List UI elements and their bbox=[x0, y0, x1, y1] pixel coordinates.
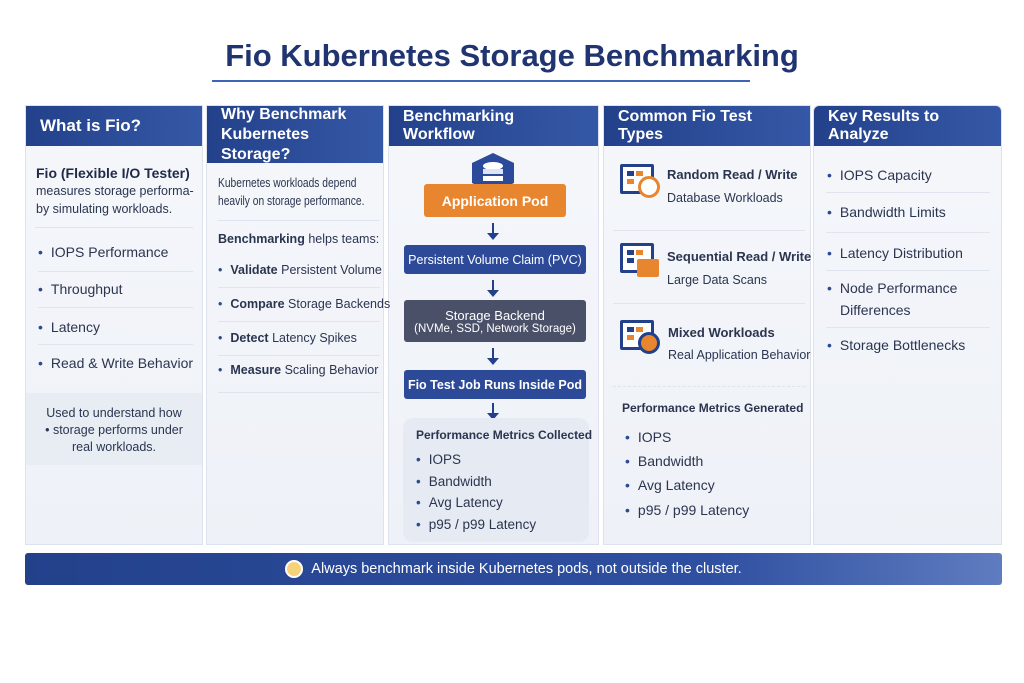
why-lead: Benchmarking helps teams: bbox=[218, 232, 379, 246]
arrow-down-icon bbox=[487, 348, 499, 365]
storage-backend-step: Storage Backend(NVMe, SSD, Network Stora… bbox=[404, 300, 586, 342]
item-text: Scaling Behavior bbox=[281, 363, 379, 377]
list-item: Avg Latency bbox=[625, 477, 715, 493]
list-item: Bandwidth bbox=[625, 453, 703, 469]
arrow-down-icon bbox=[487, 403, 499, 420]
test-type-sub: Database Workloads bbox=[667, 191, 783, 205]
item-text: Persistent Volume bbox=[277, 263, 382, 277]
list-item: Bandwidth bbox=[416, 474, 492, 489]
panel-header: Benchmarking Workflow bbox=[389, 106, 598, 146]
list-item: Latency bbox=[38, 319, 100, 335]
list-item: IOPS Capacity bbox=[827, 167, 932, 183]
application-pod-step: Application Pod bbox=[424, 184, 566, 217]
page-title: Fio Kubernetes Storage Benchmarking bbox=[225, 38, 799, 73]
tip-text: Always benchmark inside Kubernetes pods,… bbox=[311, 561, 742, 577]
list-item: p95 / p99 Latency bbox=[625, 502, 749, 518]
item-bold: Measure bbox=[230, 363, 282, 377]
why-intro-line: Kubernetes workloads depend bbox=[218, 176, 357, 190]
storage-hexagon-icon bbox=[472, 153, 514, 193]
list-item: IOPS Performance bbox=[38, 244, 169, 260]
list-item: Read & Write Behavior bbox=[38, 355, 193, 371]
list-item: IOPS bbox=[625, 429, 671, 445]
note-line: real workloads. bbox=[71, 440, 157, 454]
item-bold: Compare bbox=[230, 297, 285, 311]
list-item: Detect Latency Spikes bbox=[218, 331, 357, 345]
note-line: • storage performs under bbox=[45, 423, 183, 437]
list-item: Latency Distribution bbox=[827, 245, 963, 261]
title-underline bbox=[212, 80, 750, 82]
drive-icon bbox=[620, 243, 659, 277]
tip-banner: Always benchmark inside Kubernetes pods,… bbox=[25, 553, 1002, 585]
test-type-title: Random Read / Write bbox=[667, 167, 798, 182]
lead-bold: Benchmarking bbox=[218, 232, 305, 246]
why-benchmark-panel: Why Benchmark Kubernetes Storage? bbox=[206, 105, 384, 545]
panel-header: What is Fio? bbox=[26, 106, 202, 146]
list-item: p95 / p99 Latency bbox=[416, 517, 536, 532]
item-text: Storage Backends bbox=[284, 297, 391, 311]
arrow-down-icon bbox=[487, 280, 499, 297]
item-text: Latency Spikes bbox=[268, 331, 357, 345]
clock-icon bbox=[620, 164, 660, 198]
list-item: Bandwidth Limits bbox=[827, 204, 946, 220]
test-type-sub: Real Application Behavior bbox=[668, 348, 811, 362]
list-item: Throughput bbox=[38, 281, 123, 297]
why-intro-line: heavily on storage performance. bbox=[218, 194, 365, 208]
metrics-title: Performance Metrics Generated bbox=[622, 401, 804, 415]
panel-header: Why Benchmark Kubernetes Storage? bbox=[207, 106, 383, 163]
fio-definition-title: Fio (Flexible I/O Tester) bbox=[36, 165, 190, 181]
test-type-title: Sequential Read / Write bbox=[667, 249, 812, 264]
list-item: Storage Bottlenecks bbox=[827, 337, 965, 353]
item-bold: Detect bbox=[230, 331, 269, 345]
list-item: Compare Storage Backends bbox=[218, 297, 390, 311]
panel-header: Common Fio Test Types bbox=[604, 106, 810, 146]
fio-note: Used to understand how • storage perform… bbox=[26, 393, 202, 465]
test-type-title: Mixed Workloads bbox=[668, 325, 775, 340]
list-item: Avg Latency bbox=[416, 495, 503, 510]
lead-text: helps teams: bbox=[304, 232, 380, 246]
step-sub: (NVMe, SSD, Network Storage) bbox=[414, 322, 576, 335]
test-type-sub: Large Data Scans bbox=[667, 273, 768, 287]
item-bold: Validate bbox=[230, 263, 278, 277]
fio-definition-line: measures storage performa- bbox=[36, 184, 194, 198]
list-item: Measure Scaling Behavior bbox=[218, 363, 378, 377]
pvc-step: Persistent Volume Claim (PVC) bbox=[404, 245, 586, 274]
list-item: Validate Persistent Volume bbox=[218, 263, 382, 277]
list-item: Node Performance bbox=[827, 280, 958, 296]
metrics-title: Performance Metrics Collected bbox=[416, 428, 593, 442]
lightbulb-icon bbox=[285, 560, 304, 578]
user-icon bbox=[620, 320, 660, 354]
list-item-continued: Differences bbox=[840, 302, 911, 318]
fio-job-step: Fio Test Job Runs Inside Pod bbox=[404, 370, 586, 399]
arrow-down-icon bbox=[487, 223, 499, 240]
panel-header: Key Results to Analyze bbox=[814, 106, 1001, 146]
step-title: Storage Backend bbox=[445, 307, 545, 323]
note-line: Used to understand how bbox=[46, 406, 182, 420]
list-item: IOPS bbox=[416, 452, 461, 467]
fio-definition-line: by simulating workloads. bbox=[36, 202, 173, 216]
